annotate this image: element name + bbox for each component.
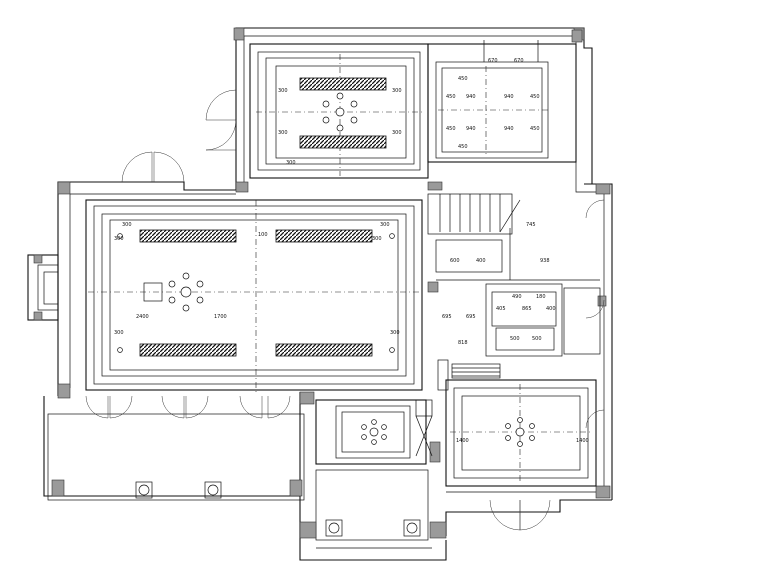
dim-label: 450 [458, 76, 468, 82]
dim-label: 695 [442, 314, 452, 320]
dim-label: 695 [466, 314, 476, 320]
dim-label: 940 [466, 94, 476, 100]
dim-label: 450 [530, 126, 540, 132]
main-hall [85, 199, 423, 392]
porch-fixtures [135, 481, 421, 537]
dim-label: 300 [278, 130, 288, 136]
exterior-walls [27, 27, 613, 561]
dim-label: 940 [504, 126, 514, 132]
dim-label: 300 [380, 222, 390, 228]
dim-label: 100 [258, 232, 268, 238]
dim-label: 500 [510, 336, 520, 342]
dim-label: 300 [286, 160, 296, 166]
dim-label: 405 [496, 306, 506, 312]
dim-label: 490 [512, 294, 522, 300]
dim-label: 300 [372, 236, 382, 242]
dim-label: 300 [390, 330, 400, 336]
dim-label: 300 [392, 88, 402, 94]
dim-label: 940 [466, 126, 476, 132]
dim-label: 300 [114, 330, 124, 336]
dim-label: 938 [540, 258, 550, 264]
dim-label: 500 [532, 336, 542, 342]
wall-columns [33, 27, 611, 539]
dim-label: 865 [522, 306, 532, 312]
dim-label: 1700 [214, 314, 227, 320]
dim-label: 400 [546, 306, 556, 312]
lower-center-room [315, 399, 433, 465]
dim-label: 300 [278, 88, 288, 94]
doors [85, 89, 605, 531]
dim-label: 2400 [136, 314, 149, 320]
dimension-labels: 670 670 450 450 940 940 450 450 940 940 … [114, 58, 589, 444]
dim-label: 450 [446, 94, 456, 100]
dim-label: 300 [392, 130, 402, 136]
dim-label: 1400 [576, 438, 589, 444]
dim-label: 450 [446, 126, 456, 132]
lower-right-room [445, 379, 597, 487]
right-service-rooms [435, 228, 601, 391]
upper-center-room [249, 43, 429, 179]
dim-label: 300 [114, 236, 124, 242]
dim-label: 670 [514, 58, 524, 64]
dim-label: 400 [476, 258, 486, 264]
dim-label: 180 [536, 294, 546, 300]
dim-label: 1400 [456, 438, 469, 444]
dim-label: 818 [458, 340, 468, 346]
dim-label: 670 [488, 58, 498, 64]
dim-label: 450 [458, 144, 468, 150]
dim-label: 300 [122, 222, 132, 228]
staircase [427, 193, 521, 235]
dim-label: 600 [450, 258, 460, 264]
dim-label: 450 [530, 94, 540, 100]
dim-label: 745 [526, 222, 536, 228]
upper-right-room [427, 40, 577, 163]
dim-label: 940 [504, 94, 514, 100]
